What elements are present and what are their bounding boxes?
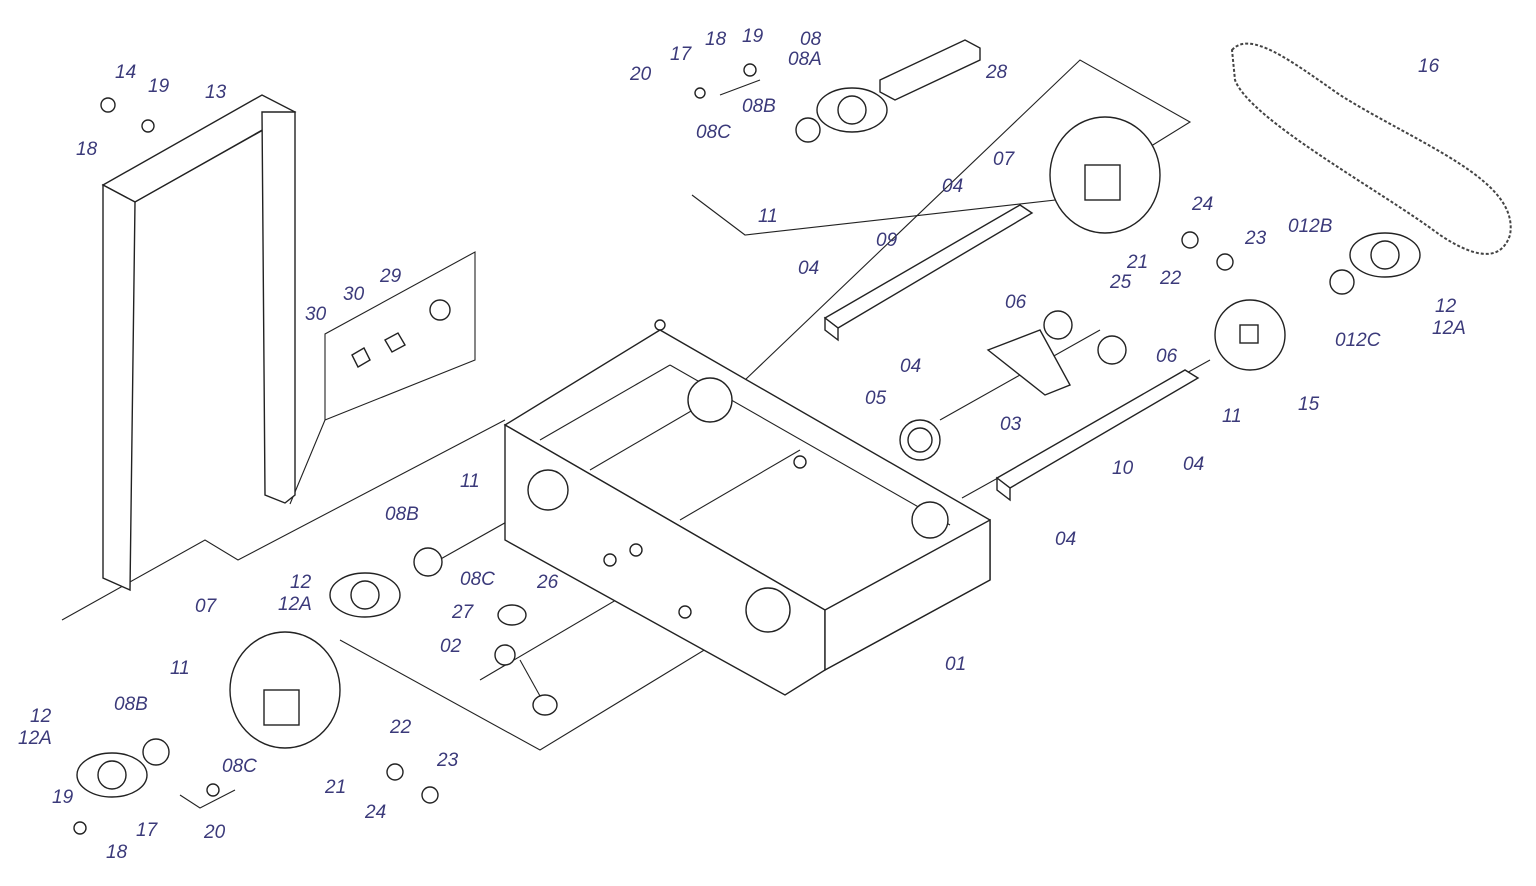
label-08A: 08A — [788, 49, 822, 70]
sprocket-part-06-b — [1097, 335, 1127, 365]
label-29: 29 — [379, 266, 402, 287]
label-30: 30 — [305, 304, 327, 325]
label-04: 04 — [1055, 529, 1076, 550]
label-08C: 08C — [222, 756, 257, 777]
sprocket-part-06-a — [1043, 310, 1073, 340]
sprocket-part-07-bottom — [229, 631, 341, 749]
spring-part-05 — [899, 419, 941, 461]
label-21: 21 — [1126, 252, 1148, 273]
label-26: 26 — [536, 572, 559, 593]
label-24: 24 — [1191, 194, 1213, 215]
label-08C: 08C — [460, 569, 495, 590]
label-07: 07 — [993, 149, 1016, 170]
label-27: 27 — [451, 602, 475, 623]
chain-part-16 — [1230, 42, 1512, 255]
label-08: 08 — [800, 29, 822, 50]
frame-part-13 — [101, 94, 297, 592]
label-23: 23 — [1244, 228, 1267, 249]
bearing-rings — [142, 117, 1355, 766]
tube-part-28 — [879, 39, 981, 101]
label-06: 06 — [1156, 346, 1178, 367]
bolts — [73, 63, 1234, 835]
flange-bearing-part-12-bottom — [76, 752, 148, 798]
label-12A: 12A — [278, 594, 312, 615]
label-08B: 08B — [385, 504, 419, 525]
label-14: 14 — [115, 62, 136, 83]
label-11: 11 — [170, 658, 190, 679]
label-13: 13 — [205, 82, 227, 103]
label-17: 17 — [670, 44, 693, 65]
label-012C: 012C — [1335, 330, 1381, 351]
label-28: 28 — [985, 62, 1008, 83]
label-09: 09 — [876, 230, 898, 251]
label-22: 22 — [389, 717, 412, 738]
label-04: 04 — [900, 356, 921, 377]
label-11: 11 — [758, 206, 778, 227]
label-17: 17 — [136, 820, 159, 841]
label-25: 25 — [1109, 272, 1132, 293]
label-18: 18 — [705, 29, 727, 50]
label-08B: 08B — [114, 694, 148, 715]
label-15: 15 — [1298, 394, 1320, 415]
label-06: 06 — [1005, 292, 1027, 313]
label-08B: 08B — [742, 96, 776, 117]
label-04: 04 — [798, 258, 819, 279]
flange-bearing-part-12-right — [1349, 232, 1421, 278]
part-labels: 14 19 13 18 29 30 30 18 19 17 20 08 08A … — [18, 26, 1466, 863]
label-01: 01 — [945, 654, 966, 675]
label-12: 12 — [290, 572, 312, 593]
label-20: 20 — [629, 64, 652, 85]
label-18: 18 — [76, 139, 98, 160]
label-16: 16 — [1418, 56, 1440, 77]
label-12: 12 — [30, 706, 52, 727]
label-11: 11 — [460, 471, 480, 492]
label-22: 22 — [1159, 268, 1182, 289]
label-12A: 12A — [1432, 318, 1466, 339]
label-24: 24 — [364, 802, 386, 823]
label-05: 05 — [865, 388, 887, 409]
bar-part-10 — [995, 369, 1200, 502]
label-04: 04 — [1183, 454, 1204, 475]
label-21: 21 — [324, 777, 346, 798]
label-10: 10 — [1112, 458, 1134, 479]
label-20: 20 — [203, 822, 226, 843]
label-19: 19 — [742, 26, 764, 47]
label-07: 07 — [195, 596, 218, 617]
sprocket-part-07-top — [1049, 116, 1161, 234]
label-11: 11 — [1222, 406, 1242, 427]
label-03: 03 — [1000, 414, 1022, 435]
label-12: 12 — [1435, 296, 1457, 317]
flange-bearing-part-08-top — [816, 87, 888, 133]
label-19: 19 — [52, 787, 74, 808]
label-012B: 012B — [1288, 216, 1333, 237]
label-02: 02 — [440, 636, 462, 657]
label-08C: 08C — [696, 122, 731, 143]
label-04: 04 — [942, 176, 963, 197]
lever-part-02 — [494, 604, 558, 716]
chassis-part-01 — [503, 319, 991, 696]
sprocket-part-15 — [1214, 299, 1286, 371]
label-30: 30 — [343, 284, 365, 305]
label-19: 19 — [148, 76, 170, 97]
label-18: 18 — [106, 842, 128, 863]
flange-bearing-part-12-left — [329, 572, 401, 618]
bar-part-09 — [823, 204, 1034, 342]
label-23: 23 — [436, 750, 459, 771]
label-12A: 12A — [18, 728, 52, 749]
shaft-part-03 — [939, 329, 1101, 421]
